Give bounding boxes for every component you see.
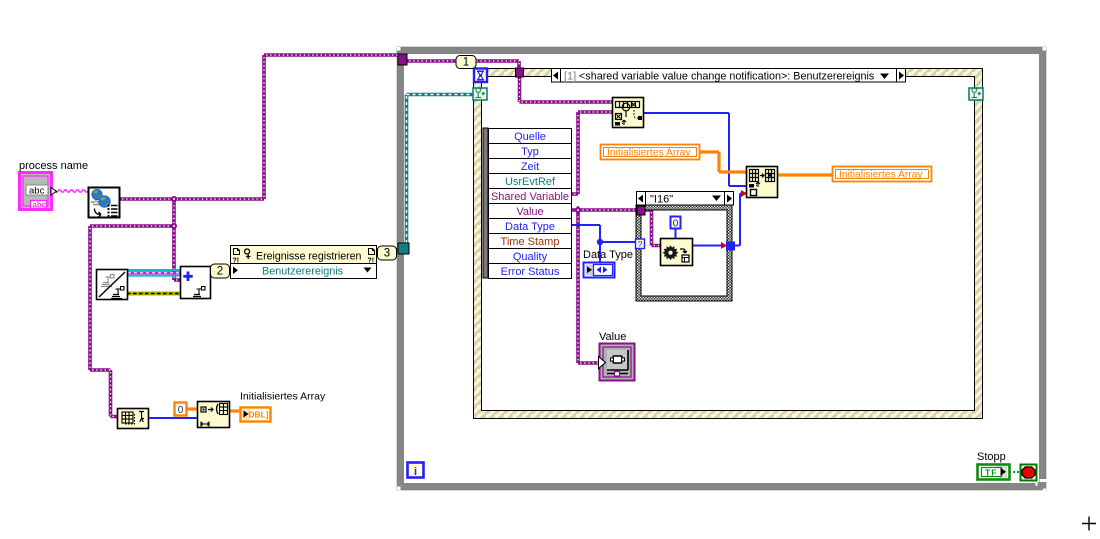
- svg-text:UsrEvtRef: UsrEvtRef: [505, 176, 556, 188]
- svg-text:[1]: [1]: [564, 71, 576, 83]
- svg-text:Data Type: Data Type: [583, 249, 633, 261]
- svg-text:"I16": "I16": [650, 194, 673, 206]
- svg-text:Data Type: Data Type: [505, 221, 555, 233]
- svg-text:i: i: [414, 466, 417, 478]
- svg-text:?!: ?!: [233, 258, 240, 265]
- svg-text:0: 0: [673, 219, 679, 230]
- svg-text:Quality: Quality: [513, 251, 548, 263]
- svg-text:Value: Value: [599, 331, 626, 343]
- svg-text:process name: process name: [19, 160, 88, 172]
- svg-text:Zeit: Zeit: [521, 161, 539, 173]
- svg-text:2: 2: [217, 266, 223, 278]
- svg-text:Shared Variable: Shared Variable: [491, 191, 569, 203]
- svg-text:Value: Value: [516, 206, 543, 218]
- svg-text:?!: ?!: [368, 258, 375, 265]
- svg-text:0: 0: [178, 405, 184, 416]
- svg-text:?: ?: [638, 239, 643, 249]
- svg-text:abc: abc: [33, 200, 47, 209]
- svg-text:Initialisiertes Array: Initialisiertes Array: [839, 170, 923, 181]
- svg-text:TF: TF: [985, 468, 998, 478]
- svg-text:abc: abc: [29, 186, 45, 197]
- svg-text:Stopp: Stopp: [977, 451, 1006, 463]
- svg-text:3: 3: [384, 248, 390, 260]
- svg-text:Error Status: Error Status: [501, 266, 560, 278]
- svg-text:Initialisiertes Array: Initialisiertes Array: [240, 391, 326, 403]
- svg-text:DBL]: DBL]: [249, 410, 269, 420]
- svg-text:Quelle: Quelle: [514, 131, 546, 143]
- svg-text:Initialisiertes Array: Initialisiertes Array: [607, 148, 691, 159]
- svg-text:Ereignisse registrieren: Ereignisse registrieren: [256, 251, 362, 263]
- svg-text:1: 1: [463, 57, 469, 69]
- svg-text:Typ: Typ: [521, 146, 539, 158]
- svg-text:Time Stamp: Time Stamp: [501, 236, 560, 248]
- svg-text:Benutzerereignis: Benutzerereignis: [262, 266, 344, 278]
- svg-text:<shared variable value change: <shared variable value change notificati…: [579, 71, 875, 83]
